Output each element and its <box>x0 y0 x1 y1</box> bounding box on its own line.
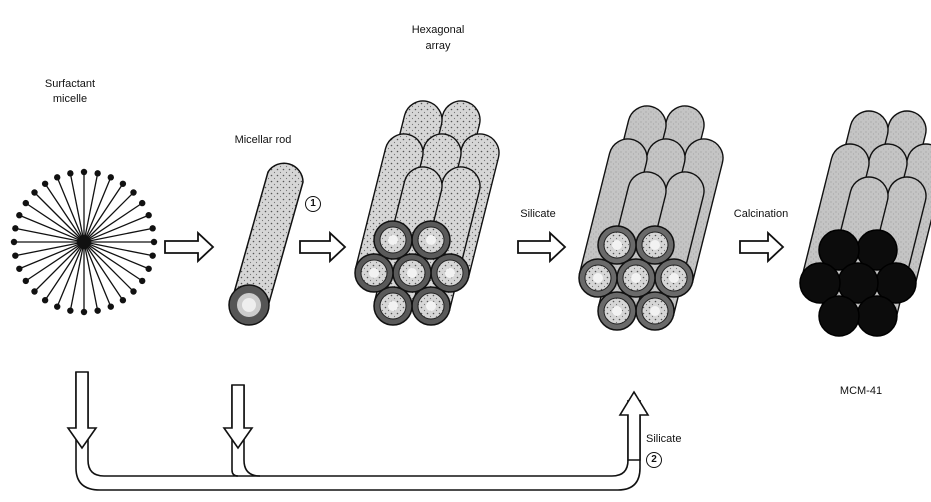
surfactant-head <box>130 288 136 294</box>
arrow-calcination <box>740 233 783 261</box>
hexagonal-array <box>355 101 499 325</box>
surfactant-head <box>149 225 155 231</box>
surfactant-head <box>54 303 60 309</box>
rod-center <box>593 273 603 283</box>
arrow-micelle-to-rod <box>165 233 213 261</box>
surfactant-head <box>31 288 37 294</box>
surfactant-head <box>149 252 155 258</box>
micellar-rod <box>229 163 303 325</box>
surfactant-head <box>42 297 48 303</box>
rod-center <box>388 235 398 245</box>
surfactant-head <box>81 169 87 175</box>
surfactant-head <box>67 307 73 313</box>
mcm41-structure <box>800 111 931 336</box>
rod-center <box>445 268 455 278</box>
label-silicate-top: Silicate <box>508 208 568 221</box>
surfactant-micelle <box>11 169 157 315</box>
surfactant-tail <box>90 243 153 255</box>
route-1-marker: 1 <box>305 196 321 212</box>
surfactant-head <box>120 297 126 303</box>
surfactant-head <box>130 189 136 195</box>
rod-center <box>407 268 417 278</box>
surfactant-head <box>23 278 29 284</box>
rod-center <box>426 235 436 245</box>
surfactant-tail <box>85 173 97 236</box>
surfactant-head <box>108 174 114 180</box>
surfactant-head <box>94 170 100 176</box>
surfactant-head <box>11 239 17 245</box>
rod-center <box>650 306 660 316</box>
surfactant-head <box>94 307 100 313</box>
surfactant-head <box>139 278 145 284</box>
silicate-coated-array <box>579 106 723 330</box>
surfactant-tail <box>70 248 82 311</box>
rod-center <box>369 268 379 278</box>
surfactant-head <box>16 212 22 218</box>
rod-center <box>426 301 436 311</box>
surfactant-head <box>12 225 18 231</box>
rod-center <box>612 306 622 316</box>
surfactant-head <box>151 239 157 245</box>
surfactant-head <box>81 309 87 315</box>
label-mcm41: MCM-41 <box>826 385 896 398</box>
surfactant-head <box>67 170 73 176</box>
rod-center <box>388 301 398 311</box>
label-micellar-rod: Micellar rod <box>218 134 308 147</box>
surfactant-tail <box>15 243 78 255</box>
label-calcination: Calcination <box>726 208 796 221</box>
surfactant-head <box>120 181 126 187</box>
rod-center <box>650 240 660 250</box>
surfactant-head <box>145 266 151 272</box>
arrow-silicate <box>518 233 565 261</box>
surfactant-tail <box>15 228 78 240</box>
label-surfactant-line1: Surfactant <box>30 78 110 91</box>
label-hexagonal-line2: array <box>398 40 478 53</box>
route-2-marker: 2 <box>646 452 662 468</box>
surfactant-tail <box>70 173 82 236</box>
label-silicate-bottom: Silicate <box>646 433 706 446</box>
rod-center <box>631 273 641 283</box>
micelle-core <box>77 235 91 249</box>
surfactant-head <box>16 266 22 272</box>
calcined-pore <box>857 296 897 336</box>
surfactant-head <box>42 181 48 187</box>
surfactant-head <box>145 212 151 218</box>
route-2-pathway <box>68 372 648 490</box>
surfactant-head <box>23 200 29 206</box>
surfactant-head <box>12 252 18 258</box>
rod-center <box>612 240 622 250</box>
label-surfactant-line2: micelle <box>30 93 110 106</box>
surfactant-tail <box>85 248 97 311</box>
calcined-pore <box>819 296 859 336</box>
label-hexagonal-line1: Hexagonal <box>398 24 478 37</box>
rod-center <box>669 273 679 283</box>
surfactant-head <box>108 303 114 309</box>
surfactant-head <box>54 174 60 180</box>
surfactant-tail <box>90 228 153 240</box>
arrow-rod-to-hexagonal <box>300 233 345 261</box>
surfactant-head <box>31 189 37 195</box>
surfactant-head <box>139 200 145 206</box>
